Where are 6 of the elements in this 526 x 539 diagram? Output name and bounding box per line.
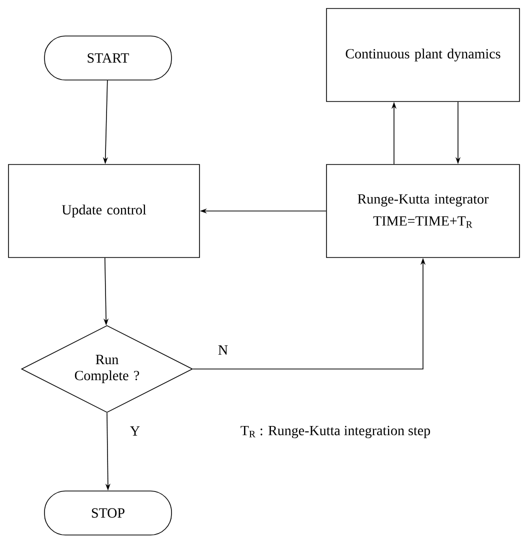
note-text: T$_{R}$ : Runge-Kutta integration step — [240, 426, 430, 438]
process-box: Runge-Kutta integrator TIME=TIME+T$_{R}$ — [326, 164, 520, 258]
process-box: Continuous plant dynamics — [326, 8, 520, 102]
edge-label: Y — [128, 425, 142, 437]
edge-label: N — [216, 344, 230, 356]
process-box: Update control — [8, 164, 200, 258]
